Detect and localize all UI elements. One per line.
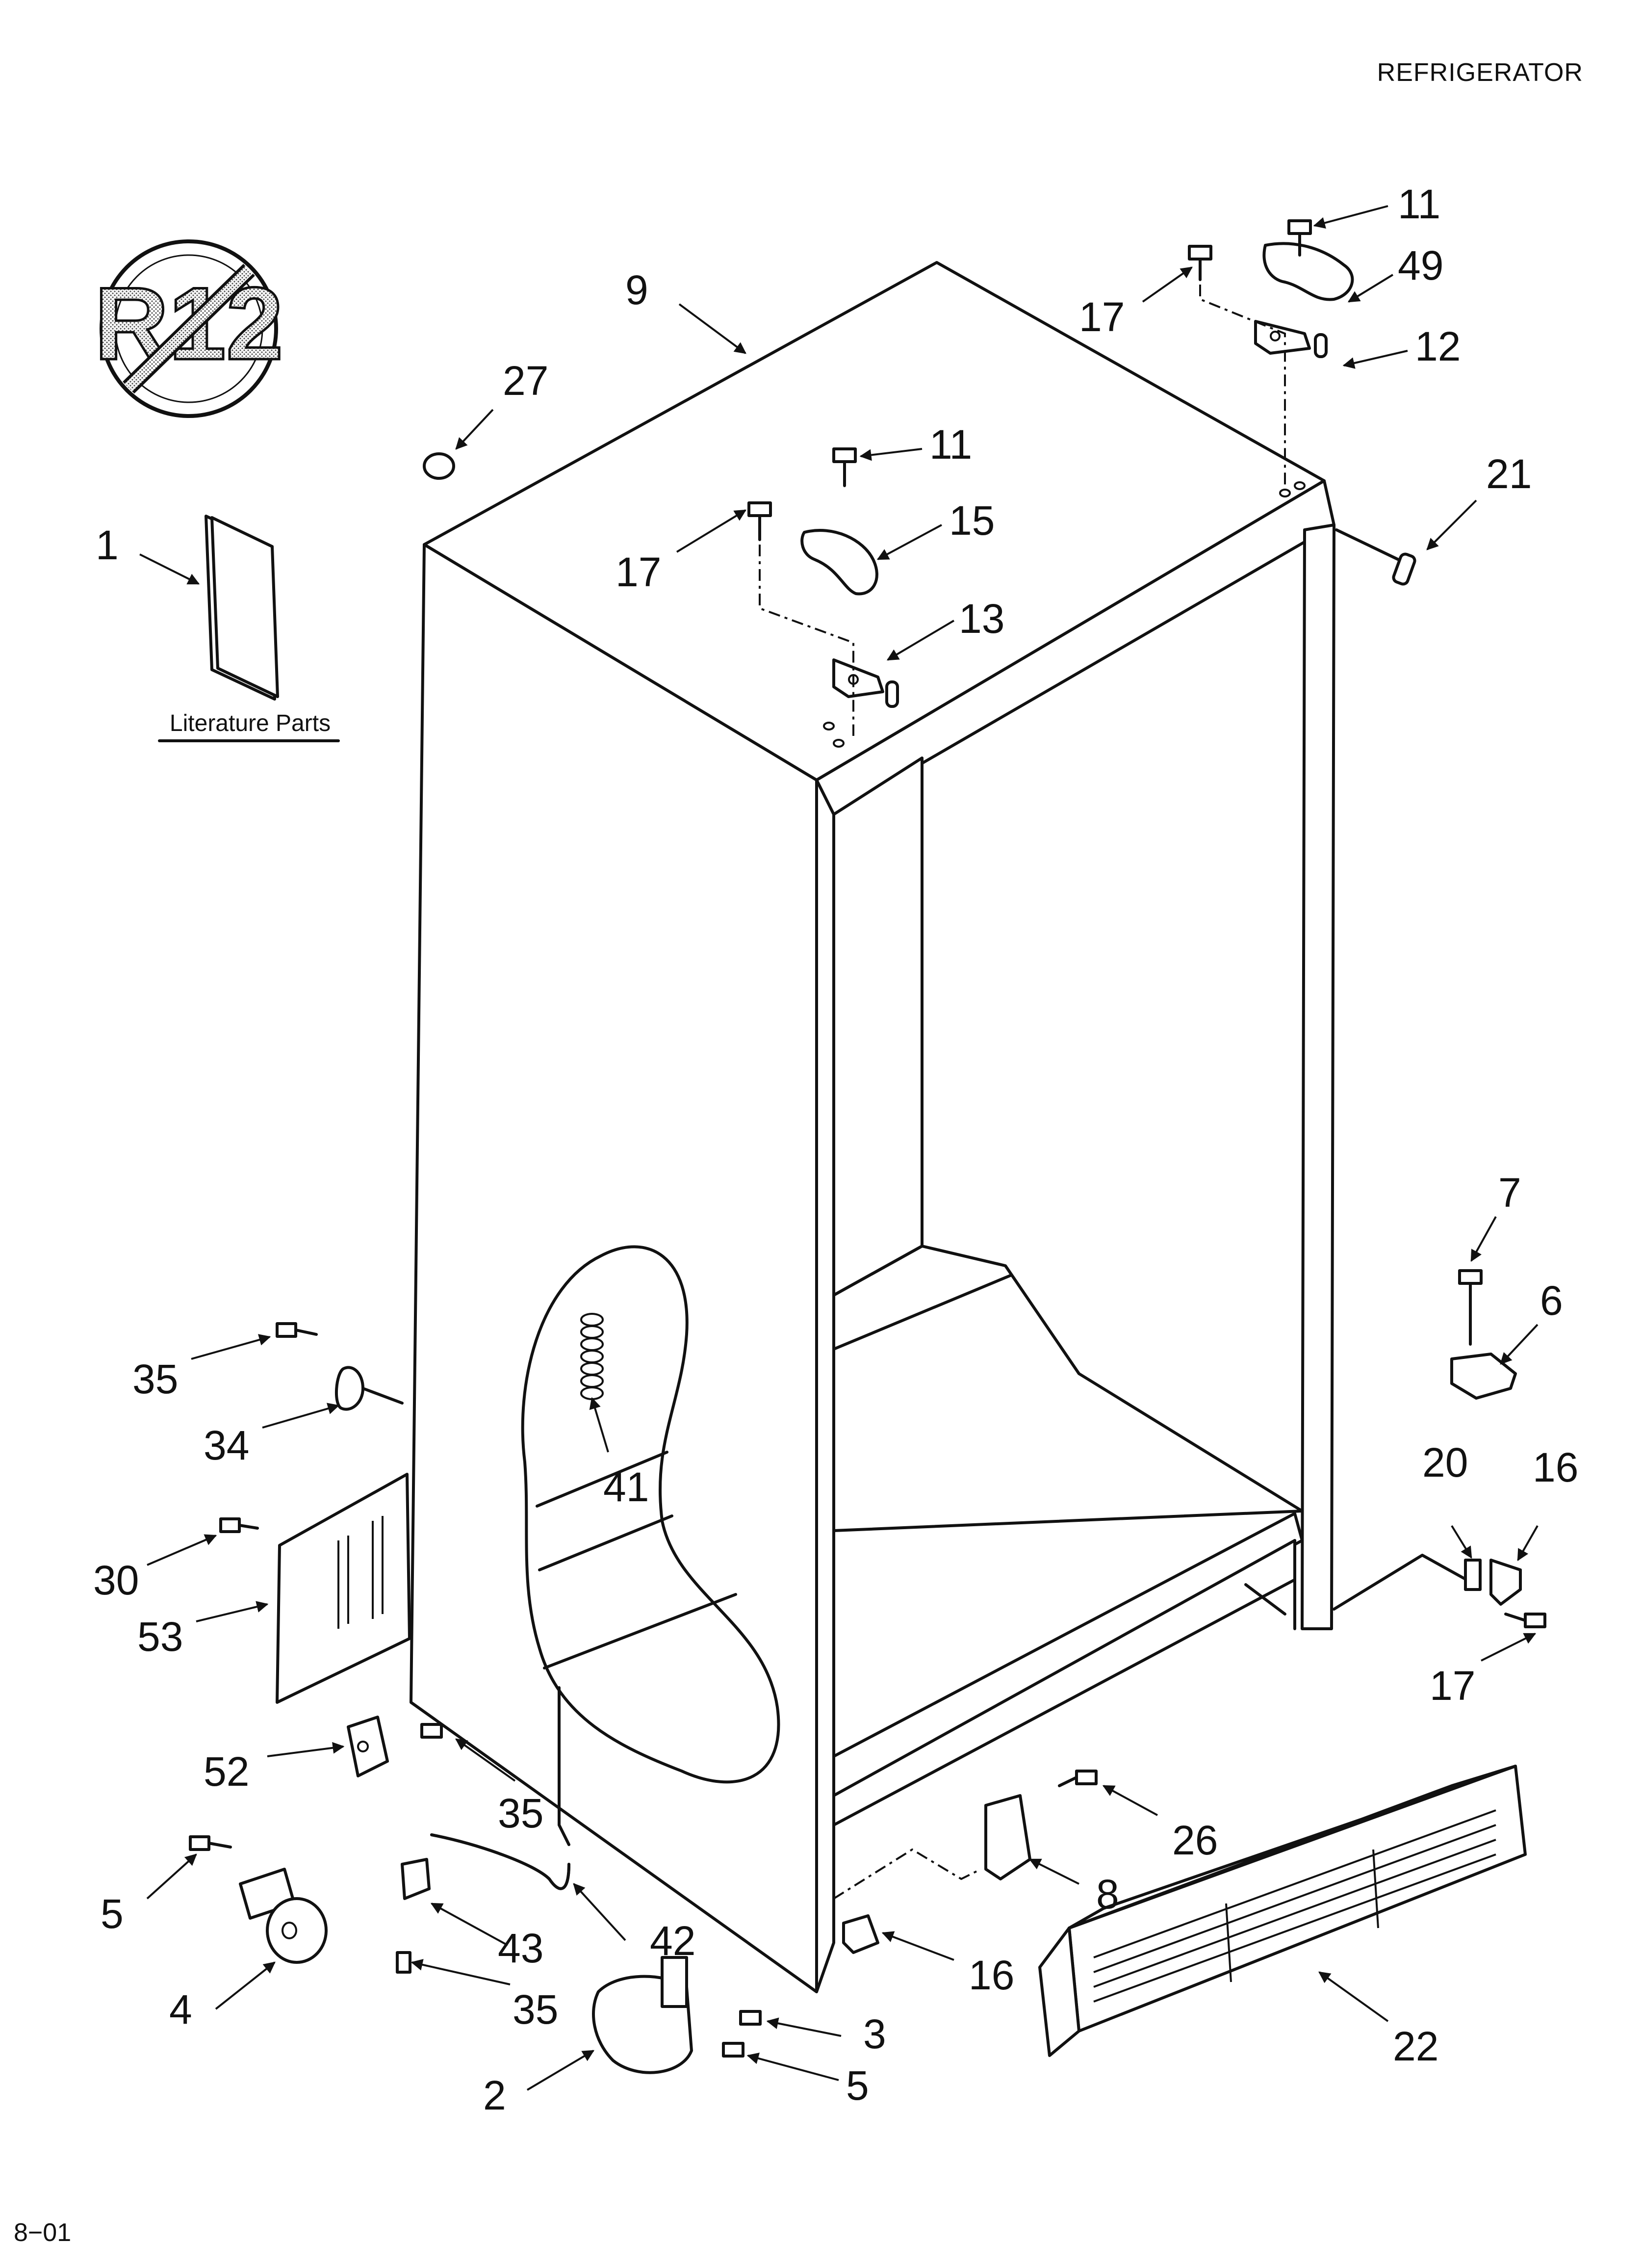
door-stop-assembly (1450, 1269, 1517, 1400)
callout-22: 22 (1393, 2023, 1438, 2069)
hinge-screw-icon (747, 447, 857, 541)
callout-4: 4 (169, 1986, 192, 2033)
callout-30: 30 (93, 1557, 139, 1603)
callout-5b: 5 (846, 2062, 869, 2109)
callout-49: 49 (1398, 242, 1443, 288)
callout-8: 8 (1096, 1871, 1119, 1917)
plug-icon (423, 452, 455, 480)
vent-slots-icon (337, 1516, 384, 1629)
callout-20: 20 (1422, 1439, 1468, 1486)
callout-52: 52 (204, 1748, 249, 1795)
callout-35b: 35 (498, 1790, 543, 1836)
callout-11b: 11 (1398, 181, 1440, 227)
tube-21-icon (1335, 528, 1416, 586)
callout-12: 12 (1415, 323, 1461, 369)
literature-label: Literature Parts (170, 710, 331, 736)
callout-15: 15 (949, 497, 995, 544)
no-r12-icon: R12 (93, 239, 284, 418)
bottom-center-brackets (833, 1770, 1098, 1954)
callout-6: 6 (1540, 1277, 1563, 1324)
top-right-hinge-assembly (1188, 219, 1354, 486)
callout-27: 27 (503, 358, 548, 404)
callout-35a: 35 (132, 1356, 178, 1402)
bracket-assembly-right (1333, 1554, 1546, 1628)
control-box-53 (219, 1473, 411, 1704)
callout-17c: 17 (1430, 1663, 1475, 1709)
callout-41: 41 (603, 1464, 649, 1510)
callout-26: 26 (1172, 1817, 1218, 1863)
callout-16b: 16 (969, 1952, 1014, 1998)
toe-grille (1038, 1765, 1527, 2057)
bottom-left-parts (189, 1686, 762, 2074)
cabinet-shell (410, 261, 1335, 1993)
literature-booklet (158, 515, 340, 742)
hinge-screw-icon-2 (1188, 219, 1312, 281)
callout-53: 53 (137, 1614, 183, 1660)
callout-16a: 16 (1533, 1444, 1578, 1490)
callout-11a: 11 (929, 421, 972, 468)
callout-35c: 35 (513, 1986, 558, 2033)
callout-21: 21 (1486, 451, 1532, 497)
callout-34: 34 (204, 1422, 249, 1468)
callout-1: 1 (96, 522, 119, 568)
callout-9: 9 (625, 267, 648, 313)
callout-17b: 17 (616, 549, 661, 595)
callout-13: 13 (959, 596, 1004, 642)
callout-3: 3 (863, 2011, 886, 2057)
callout-17a: 17 (1079, 294, 1125, 340)
callout-43: 43 (498, 1925, 543, 1971)
top-left-hinge-assembly (747, 447, 899, 736)
page-header-title: REFRIGERATOR (1377, 58, 1583, 87)
callout-7: 7 (1498, 1170, 1521, 1216)
page-footer-code: 8−01 (14, 2218, 72, 2247)
grille-slots-icon (1093, 1809, 1496, 2003)
left-clip-assembly (276, 1322, 404, 1411)
callout-42: 42 (650, 1918, 695, 1964)
callout-2: 2 (483, 2072, 506, 2118)
cabinet-cutaway (521, 1245, 780, 1784)
callout-5a: 5 (101, 1891, 124, 1937)
callout-leaders (139, 205, 1539, 2091)
callout-labels: 1 2 3 4 5 5 6 7 8 9 11 11 12 13 15 16 16… (93, 181, 1578, 2118)
